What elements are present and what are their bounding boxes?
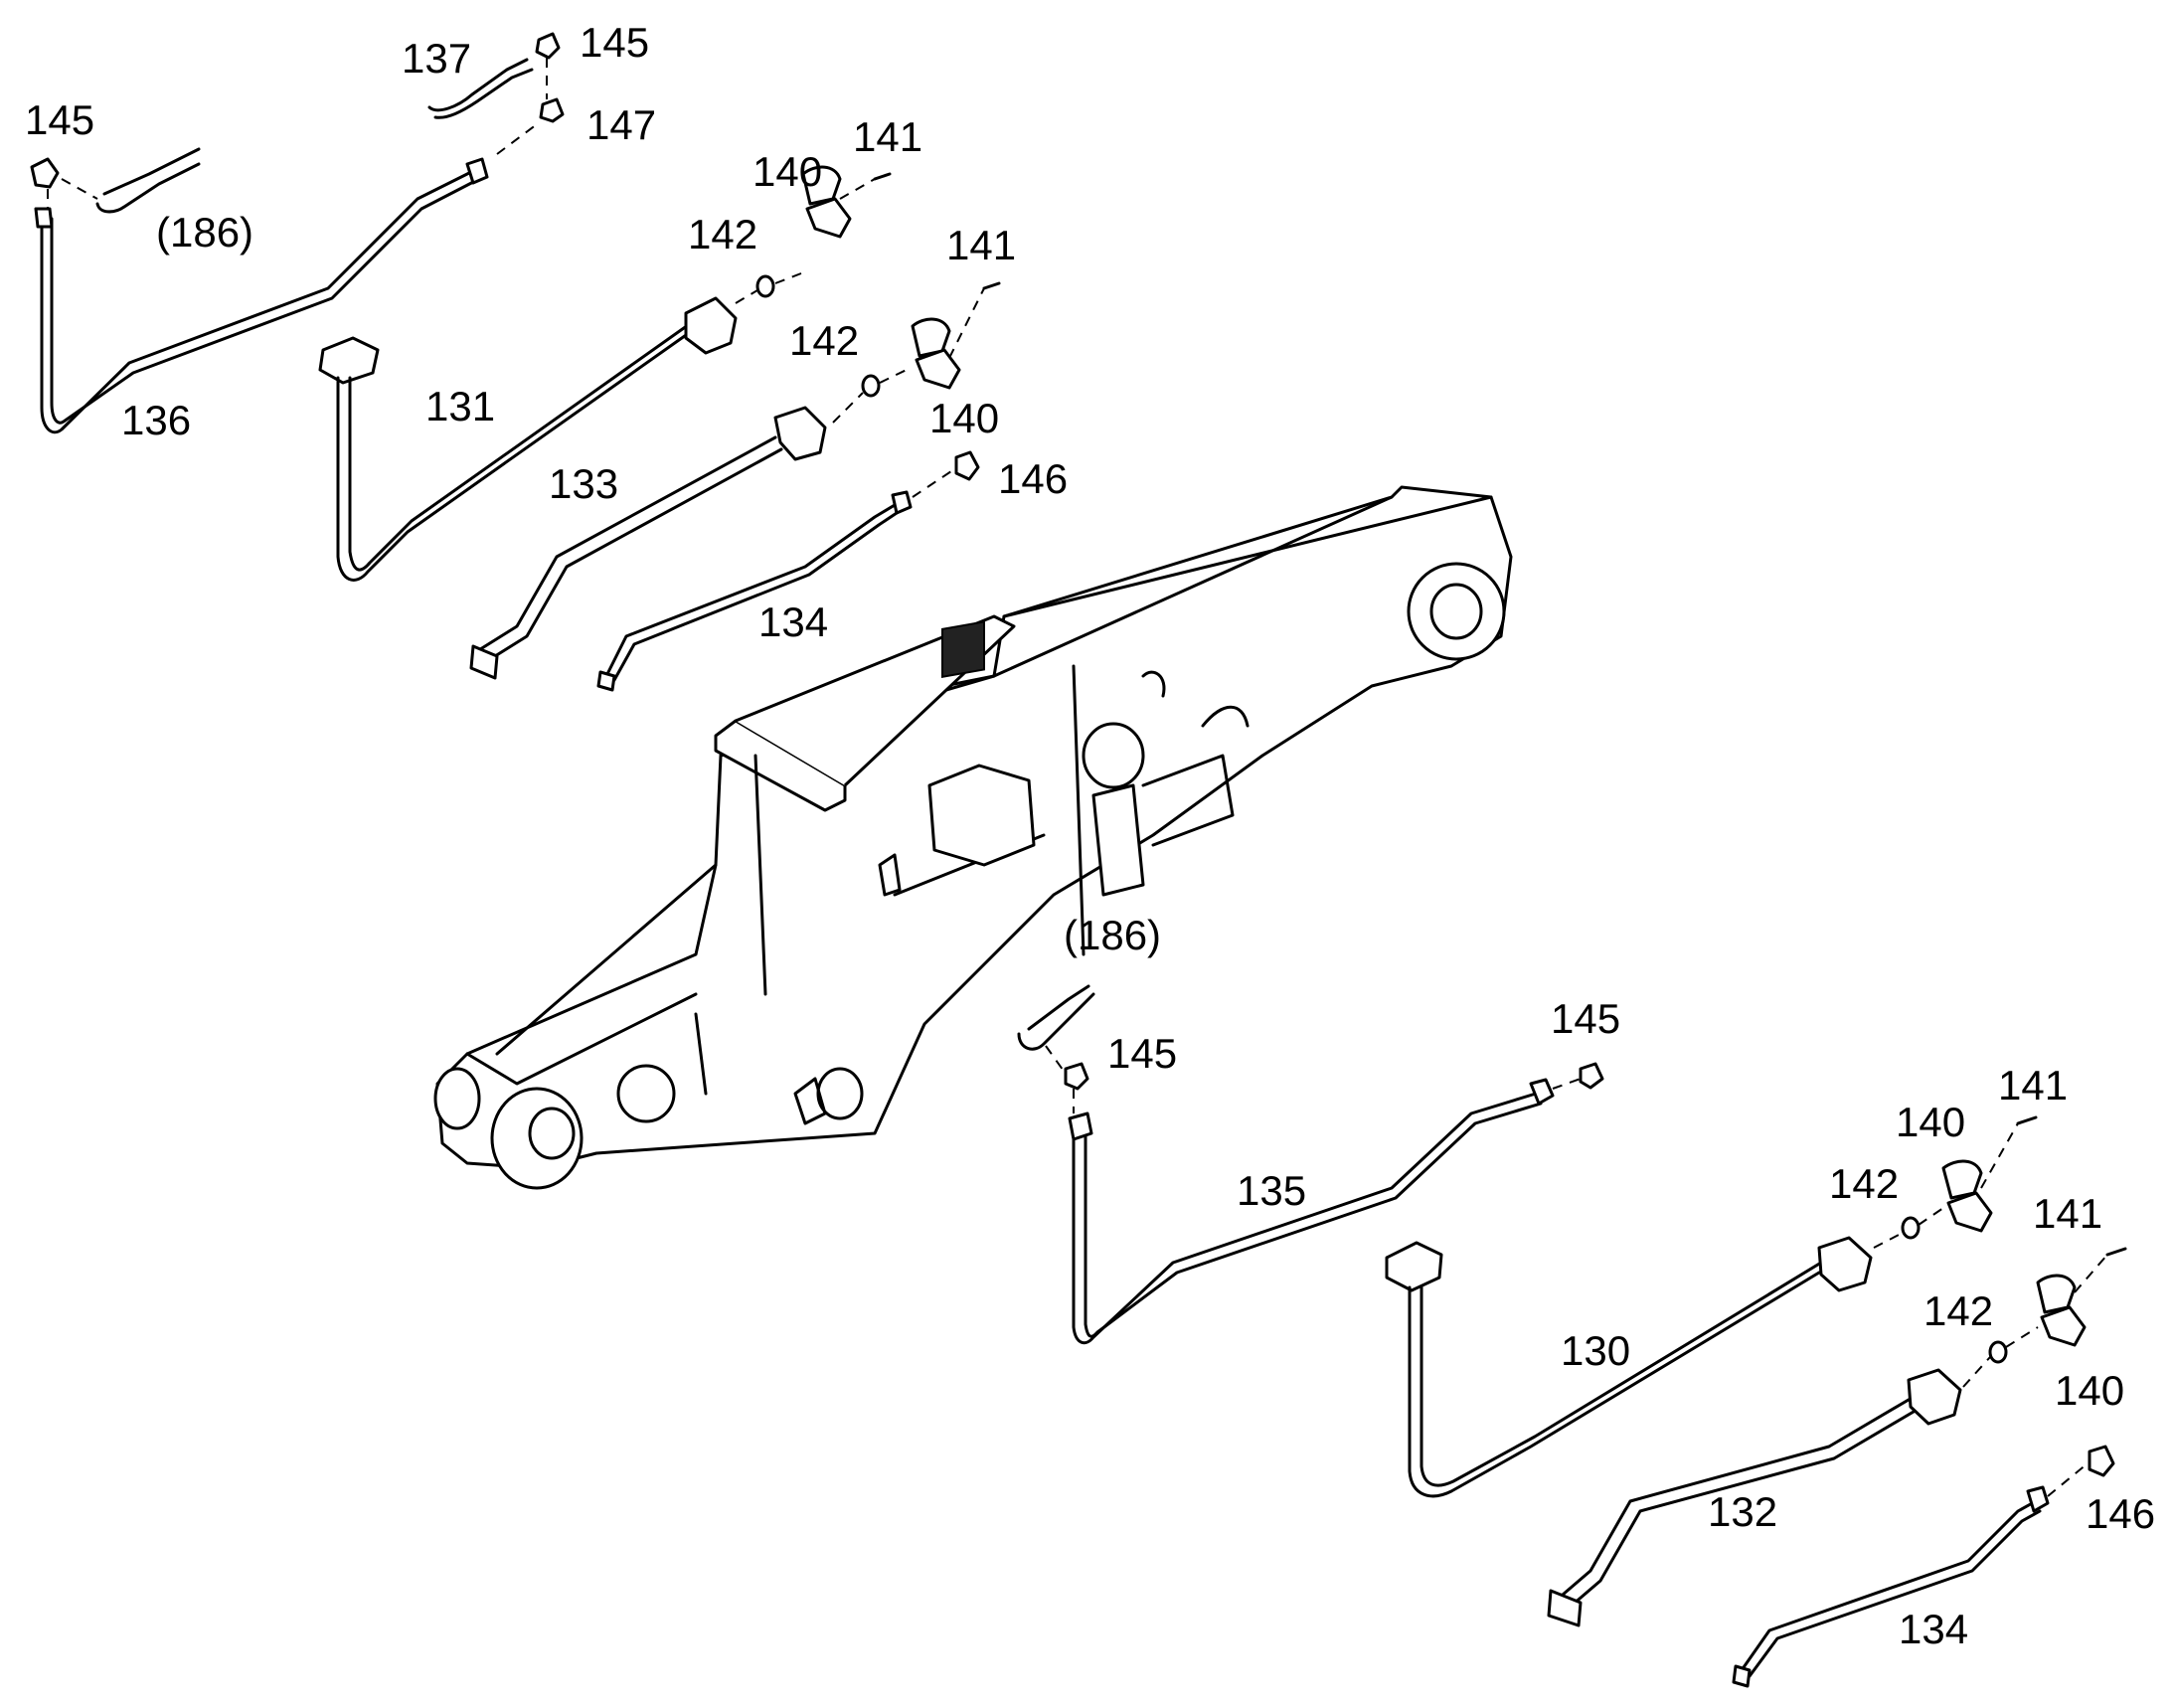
label-141: 141 bbox=[853, 113, 923, 160]
label-145: 145 bbox=[25, 96, 95, 143]
label-146: 146 bbox=[998, 455, 1069, 502]
label-140: 140 bbox=[752, 148, 823, 195]
fittings-upper-left bbox=[30, 32, 1001, 498]
tube-134-a bbox=[596, 490, 913, 692]
label-186: (186) bbox=[156, 209, 254, 256]
label-145: 145 bbox=[1551, 995, 1621, 1042]
label-142: 142 bbox=[789, 317, 860, 364]
fittings-lower-right bbox=[1045, 1045, 2127, 1497]
tube-131 bbox=[318, 296, 738, 582]
tube-135 bbox=[1068, 1078, 1555, 1345]
label-140: 140 bbox=[2055, 1367, 2125, 1414]
tube-133 bbox=[469, 406, 827, 680]
label-131: 131 bbox=[425, 383, 496, 429]
label-146: 146 bbox=[2086, 1490, 2156, 1537]
label-140: 140 bbox=[929, 395, 1000, 441]
label-137: 137 bbox=[402, 35, 472, 82]
label-142: 142 bbox=[1923, 1287, 1994, 1334]
boom-body bbox=[433, 485, 1513, 1190]
label-134: 134 bbox=[758, 598, 829, 645]
label-141: 141 bbox=[1998, 1062, 2069, 1109]
label-142: 142 bbox=[688, 211, 758, 257]
label-140: 140 bbox=[1896, 1099, 1966, 1145]
label-135: 135 bbox=[1237, 1167, 1307, 1214]
label-133: 133 bbox=[549, 460, 619, 507]
label-130: 130 bbox=[1561, 1327, 1631, 1374]
tube-132 bbox=[1547, 1368, 1962, 1627]
label-134: 134 bbox=[1899, 1606, 1969, 1652]
label-145: 145 bbox=[1107, 1030, 1178, 1077]
label-186: (186) bbox=[1064, 912, 1162, 958]
hose-186-a bbox=[95, 147, 201, 214]
label-132: 132 bbox=[1708, 1488, 1778, 1535]
hose-137 bbox=[427, 58, 534, 119]
label-147: 147 bbox=[586, 101, 657, 148]
tube-136 bbox=[40, 167, 481, 434]
label-136: 136 bbox=[121, 397, 192, 443]
label-142: 142 bbox=[1829, 1160, 1900, 1207]
label-141: 141 bbox=[2033, 1190, 2103, 1237]
label-145: 145 bbox=[580, 19, 650, 66]
label-141: 141 bbox=[946, 222, 1017, 268]
tube-130 bbox=[1385, 1236, 1873, 1498]
tube-134-b bbox=[1732, 1485, 2050, 1688]
hose-186-b bbox=[1017, 984, 1095, 1051]
